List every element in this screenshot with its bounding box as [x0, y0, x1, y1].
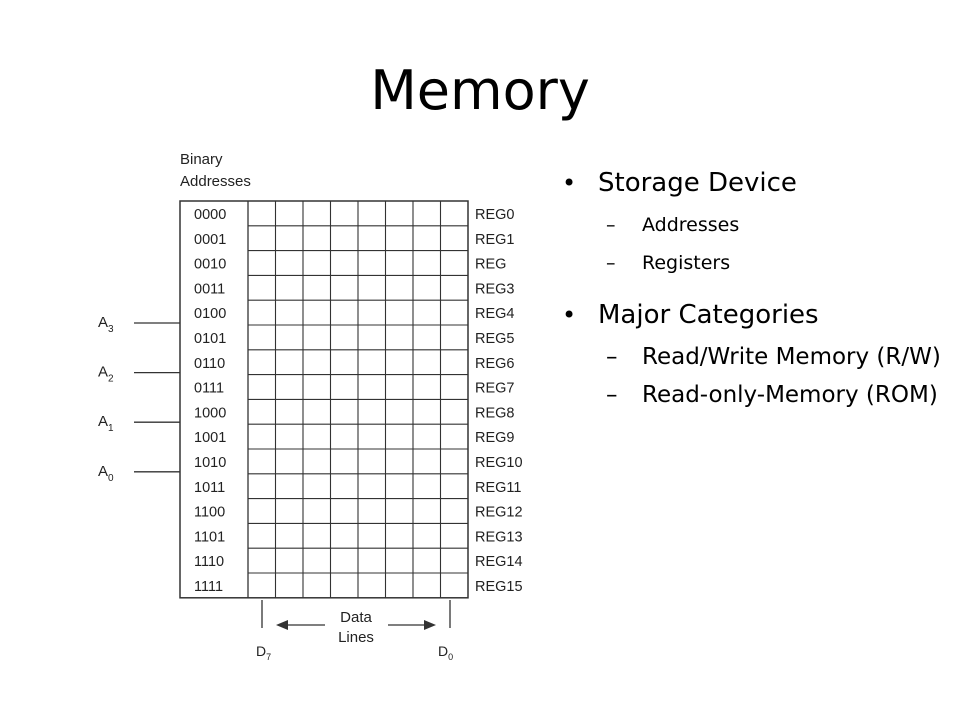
dash-icon: – — [606, 344, 618, 370]
address-label: 0111 — [194, 381, 224, 397]
data-arrow-right-head — [424, 620, 436, 630]
sub-bullet-text: Read-only-Memory (ROM) — [642, 382, 938, 408]
address-label: 1101 — [194, 529, 225, 545]
register-label: REG7 — [475, 381, 515, 397]
sub-bullet-registers: – Registers — [562, 248, 942, 278]
register-label: REG0 — [475, 207, 515, 223]
address-label: 0101 — [194, 331, 226, 347]
data-lines-label-line1: Data — [340, 609, 372, 626]
address-label: 1100 — [194, 505, 225, 521]
register-label: REG9 — [475, 430, 515, 446]
register-label: REG11 — [475, 480, 521, 496]
register-label: REG — [475, 257, 506, 273]
sub-bullet-read-only-memory: – Read-only-Memory (ROM) — [562, 380, 942, 410]
slide-title: Memory — [370, 59, 590, 122]
bullet-major-categories: • Major Categories — [562, 298, 942, 332]
dash-icon: – — [606, 382, 618, 408]
bullet-dot-icon: • — [562, 169, 577, 197]
register-label: REG15 — [475, 579, 523, 595]
sub-bullet-text: Read/Write Memory (R/W) — [642, 344, 941, 370]
register-label: REG6 — [475, 356, 515, 372]
data-lines-label-line2: Lines — [338, 629, 374, 646]
address-label: 1000 — [194, 405, 226, 421]
register-label: REG8 — [475, 405, 515, 421]
binary-addresses-label-line2: Addresses — [180, 173, 251, 190]
address-line-label: A3 — [98, 314, 114, 335]
register-label: REG4 — [475, 306, 515, 322]
address-label: 0100 — [194, 306, 226, 322]
bullet-dot-icon: • — [562, 301, 577, 329]
address-labels: 0000 0001 0010 0011 0100 0101 0110 0111 1000 1001… — [194, 207, 226, 595]
sub-bullet-text: Registers — [642, 252, 731, 274]
bullet-text: Major Categories — [598, 300, 819, 330]
address-line-label: A1 — [98, 413, 114, 434]
address-label: 1001 — [194, 430, 226, 446]
d7-label: D7 — [256, 643, 271, 662]
address-label: 0110 — [194, 356, 225, 372]
register-label: REG12 — [475, 505, 523, 521]
address-label: 0001 — [194, 232, 226, 248]
memory-grid — [179, 200, 469, 599]
address-label: 1110 — [194, 554, 224, 570]
address-label: 0000 — [194, 207, 226, 223]
bullet-text: Storage Device — [598, 168, 797, 198]
dash-icon: – — [606, 214, 616, 236]
register-label: REG14 — [475, 554, 523, 570]
address-label: 1011 — [194, 480, 225, 496]
register-label: REG1 — [475, 232, 515, 248]
dash-icon: – — [606, 252, 616, 274]
binary-addresses-label-line1: Binary — [180, 151, 223, 168]
sub-bullet-text: Addresses — [642, 214, 740, 236]
d0-label: D0 — [438, 643, 453, 662]
address-label: 1111 — [194, 579, 223, 595]
register-label: REG13 — [475, 529, 523, 545]
address-label: 0010 — [194, 257, 226, 273]
address-line-label: A2 — [98, 364, 114, 385]
register-label: REG3 — [475, 281, 515, 297]
address-label: 0011 — [194, 281, 225, 297]
address-line-label: A0 — [98, 463, 114, 484]
sub-bullet-addresses: – Addresses — [562, 210, 942, 240]
address-label: 1010 — [194, 455, 226, 471]
sub-bullet-read-write-memory: – Read/Write Memory (R/W) — [562, 342, 942, 372]
register-label: REG10 — [475, 455, 523, 471]
bullet-list: • Storage Device – Addresses – Registers… — [562, 166, 942, 418]
register-label: REG5 — [475, 331, 515, 347]
bullet-storage-device: • Storage Device — [562, 166, 942, 200]
data-arrow-left-head — [276, 620, 288, 630]
